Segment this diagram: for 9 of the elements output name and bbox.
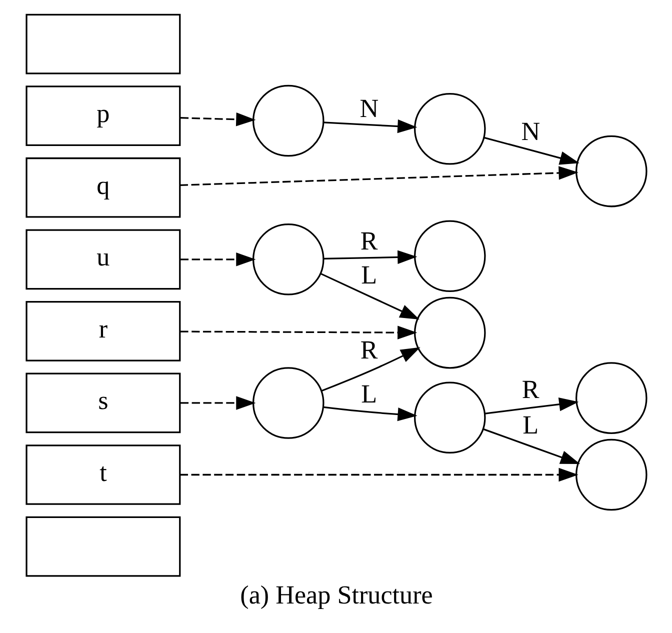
- edge-label: N: [359, 94, 378, 124]
- edge-label: R: [360, 336, 378, 365]
- edge-label: N: [520, 116, 540, 146]
- edge-label: L: [360, 380, 377, 409]
- edge-label: R: [521, 374, 539, 404]
- edge-label: L: [360, 260, 377, 290]
- edge-label: R: [360, 226, 378, 256]
- edge-label: L: [522, 410, 538, 440]
- caption: (a) Heap Structure: [240, 580, 432, 610]
